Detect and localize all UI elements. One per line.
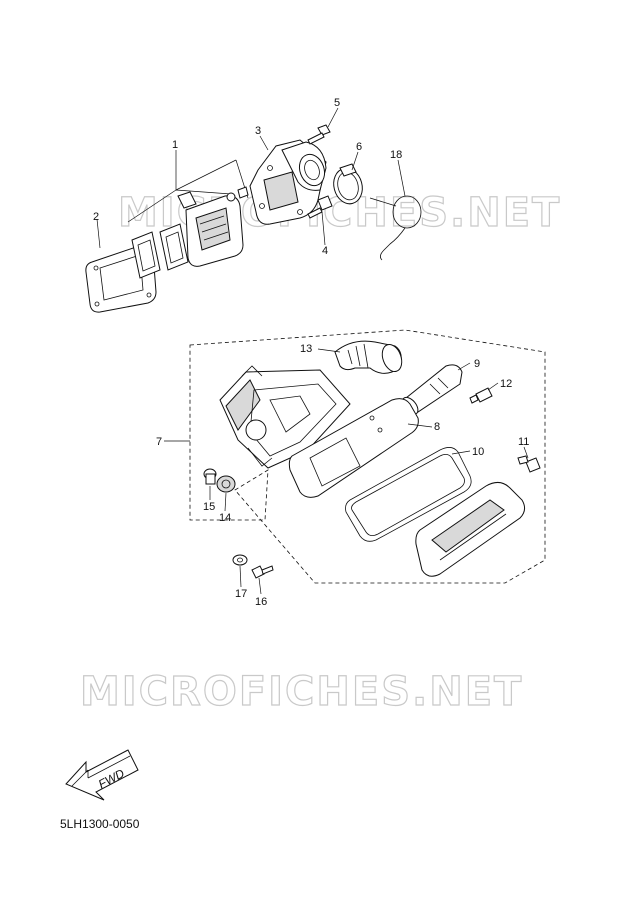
collar-part-14 [216, 475, 236, 493]
callout-13: 13 [300, 343, 312, 355]
callout-labels: 1 2 3 4 5 6 7 8 9 10 11 12 13 14 15 16 1… [93, 97, 529, 608]
callout-11: 11 [518, 436, 529, 448]
callout-5: 5 [334, 97, 340, 109]
seal-part-10 [345, 447, 472, 542]
screw-part-12 [469, 387, 493, 404]
plug-part-15 [203, 468, 217, 485]
reed-valve-part-1 [127, 150, 249, 279]
figure-code: 5LH1300-0050 [60, 817, 140, 831]
air-cleaner-case [219, 365, 351, 469]
callout-9: 9 [474, 358, 480, 370]
leader-lines [96, 107, 529, 595]
callout-3: 3 [255, 125, 261, 137]
callout-4: 4 [322, 245, 328, 257]
watermark-bottom: MICROFICHES.NET [80, 669, 523, 715]
spring-part-18 [369, 195, 422, 261]
hose-clamp-part-6 [333, 163, 363, 205]
filter-element-part-8 [288, 398, 419, 498]
callout-17: 17 [235, 588, 247, 600]
callout-2: 2 [93, 211, 99, 223]
callout-18: 18 [390, 149, 402, 161]
callout-12: 12 [500, 378, 512, 390]
bolt-part-5 [307, 124, 331, 145]
air-cleaner-cover [415, 482, 526, 577]
callout-6: 6 [356, 141, 362, 153]
kit-outline-part-7 [189, 329, 546, 584]
intake-duct-part-13 [334, 340, 403, 374]
callout-1: 1 [172, 139, 178, 151]
callout-15: 15 [203, 501, 215, 513]
screw-part-11 [517, 455, 541, 473]
washer-part-17 [232, 554, 248, 566]
bolt-part-16 [251, 565, 274, 579]
callout-8: 8 [434, 421, 440, 433]
forward-direction-arrow: FWD [65, 749, 139, 801]
callout-7: 7 [156, 436, 162, 448]
callout-14: 14 [219, 512, 231, 524]
intake-joint-part-3 [249, 139, 327, 225]
callout-16: 16 [255, 596, 267, 608]
callout-10: 10 [472, 446, 484, 458]
bolt-part-4 [307, 195, 333, 219]
